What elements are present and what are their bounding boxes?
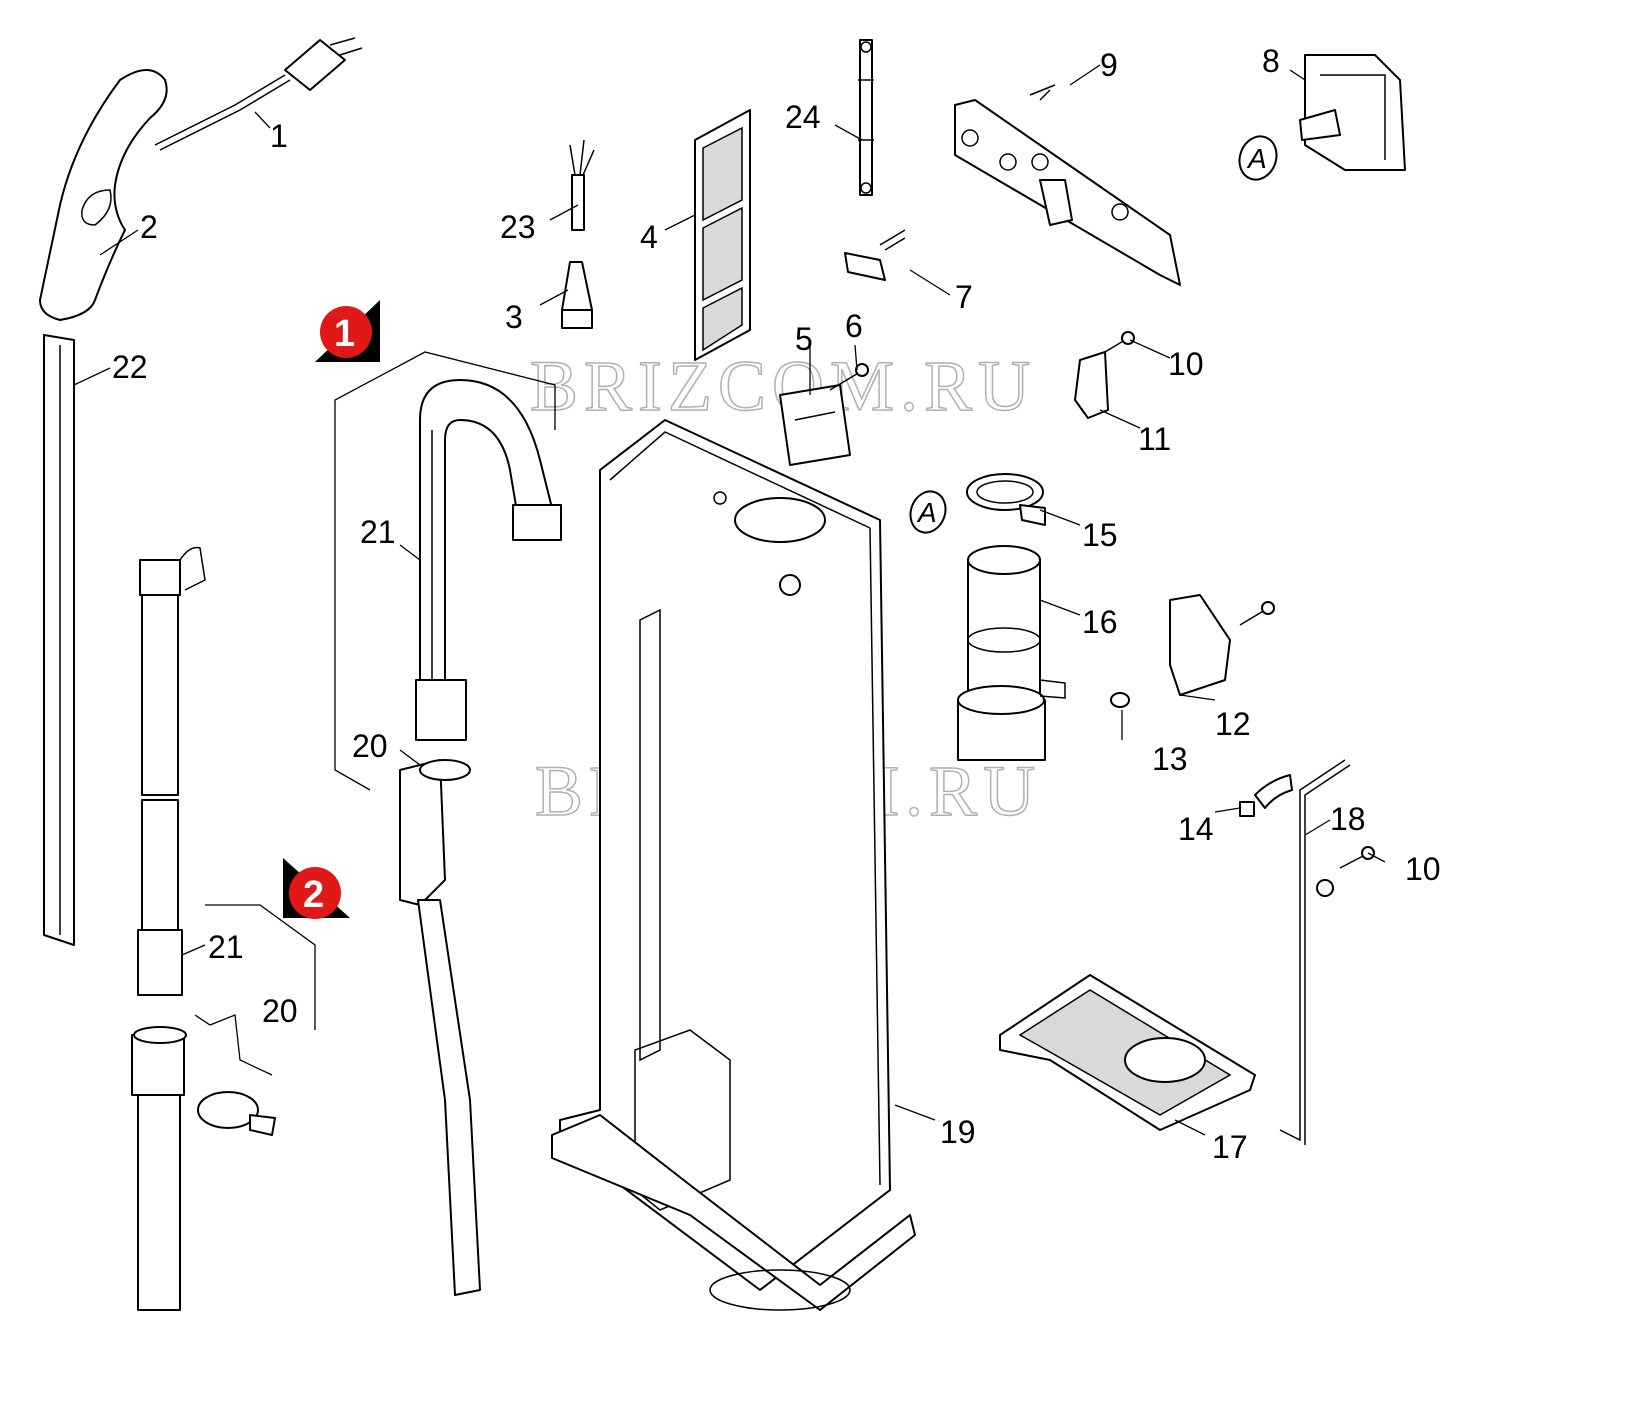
label-11: 11 xyxy=(1138,421,1171,457)
label-1: 1 xyxy=(270,118,288,154)
part-6-screw xyxy=(829,363,869,391)
label-9: 9 xyxy=(1100,47,1118,83)
assembly-badge-1: 1 xyxy=(315,300,380,362)
label-22: 22 xyxy=(112,349,148,385)
label-20-lower: 20 xyxy=(262,993,298,1029)
part-4-filter xyxy=(694,109,751,361)
part-22-tube xyxy=(43,334,75,946)
part-23-wire xyxy=(569,139,595,231)
assembly-20-bracket xyxy=(194,1014,273,1076)
label-17: 17 xyxy=(1212,1129,1248,1165)
assembly-badge-2: 2 xyxy=(283,858,350,919)
label-2: 2 xyxy=(140,209,158,245)
label-13: 13 xyxy=(1152,741,1188,777)
label-21-upper: 21 xyxy=(360,514,396,550)
part-14-clip xyxy=(1239,774,1293,817)
label-18: 18 xyxy=(1330,801,1366,837)
label-4: 4 xyxy=(640,219,658,255)
part-5-plate xyxy=(779,384,851,466)
label-10-upper: 10 xyxy=(1168,346,1204,382)
part-15-ring xyxy=(966,473,1046,526)
label-21-lower: 21 xyxy=(208,929,244,965)
watermark-top: BRIZCOM.RU xyxy=(530,346,1036,426)
label-15: 15 xyxy=(1082,517,1118,553)
label-5: 5 xyxy=(795,321,813,357)
part-24-strip xyxy=(858,39,874,196)
part-labels: 1 2 3 4 5 6 7 8 9 10 10 11 12 13 14 15 1… xyxy=(112,43,1441,1165)
part-20-coupling-lower xyxy=(131,1026,276,1311)
svg-text:2: 2 xyxy=(303,874,324,916)
part-10-screw-lower xyxy=(1339,846,1375,869)
part-17-plate xyxy=(999,974,1256,1131)
part-8-switch xyxy=(1299,54,1406,171)
label-24: 24 xyxy=(785,99,821,135)
label-6: 6 xyxy=(845,308,863,344)
part-3-nozzle xyxy=(561,261,593,329)
part-16-motor xyxy=(957,545,1066,761)
label-8: 8 xyxy=(1262,43,1280,79)
part-7-latch xyxy=(844,229,906,281)
label-7: 7 xyxy=(955,279,973,315)
part-19-housing xyxy=(551,419,916,1311)
part-11-bracket xyxy=(1074,351,1109,419)
svg-text:1: 1 xyxy=(334,313,355,355)
svg-text:A: A xyxy=(1246,143,1267,174)
label-14: 14 xyxy=(1178,811,1214,847)
leader-lines xyxy=(73,64,1386,1136)
part-18-rod xyxy=(1279,759,1351,1145)
label-19: 19 xyxy=(940,1114,976,1150)
assembly-1-bracket xyxy=(334,351,556,791)
part-21-hose-upper xyxy=(415,379,562,741)
label-3: 3 xyxy=(505,299,523,335)
label-20-upper: 20 xyxy=(352,728,388,764)
assembly-2-bracket xyxy=(205,904,316,1030)
part-12-bracket xyxy=(1169,594,1275,696)
part-21-hose-lower xyxy=(137,546,206,996)
connector-mark-a-housing: A xyxy=(909,490,947,534)
label-12: 12 xyxy=(1215,706,1251,742)
part-20-holder xyxy=(399,759,481,1296)
label-16: 16 xyxy=(1082,604,1118,640)
part-13-ring xyxy=(1110,692,1130,708)
label-10-lower: 10 xyxy=(1405,851,1441,887)
part-2-handle xyxy=(39,69,168,321)
connector-mark-a-switch: A xyxy=(1238,135,1278,181)
svg-text:A: A xyxy=(916,497,937,528)
part-9-panel xyxy=(954,84,1181,286)
label-23: 23 xyxy=(500,209,536,245)
part-1-power-cord xyxy=(154,37,363,151)
